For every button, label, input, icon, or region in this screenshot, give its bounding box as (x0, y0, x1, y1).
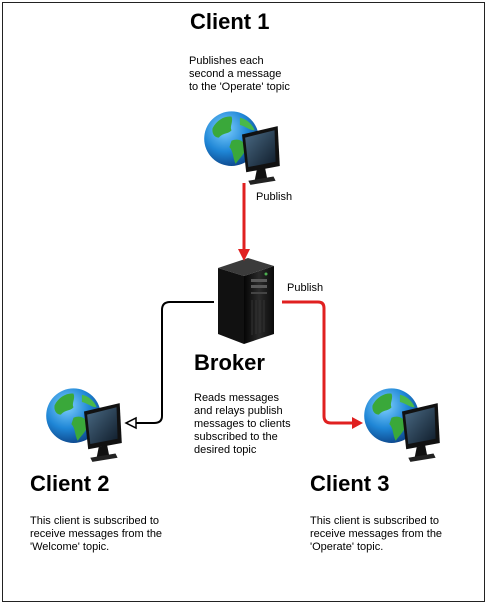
subscribe-arrow-broker-to-client2 (124, 301, 214, 430)
client1-description: Publishes each second a message to the '… (189, 55, 329, 94)
diagram-frame (2, 2, 485, 602)
broker-description-line: and relays publish (194, 405, 283, 417)
client3-title: Client 3 (310, 471, 390, 496)
client3-description-line: 'Operate' topic. (310, 541, 384, 553)
client2-title: Client 2 (30, 471, 110, 496)
publish-label-client1: Publish (256, 191, 293, 203)
client2-description-line: 'Welcome' topic. (30, 541, 110, 553)
client2-description-line: This client is subscribed to (30, 515, 159, 527)
client3-description-line: This client is subscribed to (310, 515, 439, 527)
publish-arrow-client1-to-broker (238, 183, 250, 261)
broker-server-tower-icon (218, 258, 274, 344)
broker-description-line: desired topic (194, 444, 257, 456)
client1-description-line: Publishes each (189, 55, 264, 67)
client2-description: This client is subscribed to receive mes… (30, 515, 190, 554)
publish-arrow-broker-to-client3 (282, 300, 363, 429)
broker-description-line: messages to clients (194, 418, 291, 430)
client3-description-line: receive messages from the (310, 528, 443, 540)
client1-title: Client 1 (190, 9, 270, 34)
client2-description-line: receive messages from the (30, 528, 163, 540)
broker-description-line: subscribed to the (194, 431, 278, 443)
publish-label-client3: Publish (287, 282, 324, 294)
client1-description-line: second a message (189, 68, 282, 80)
broker-description: Reads messages and relays publish messag… (194, 392, 324, 457)
client1-description-line: to the 'Operate' topic (189, 81, 290, 93)
client2-globe-monitor-icon (46, 388, 122, 462)
broker-description-line: Reads messages (194, 392, 279, 404)
client3-description: This client is subscribed to receive mes… (310, 515, 475, 554)
broker-title: Broker (194, 350, 265, 375)
client3-globe-monitor-icon (364, 388, 440, 462)
client1-globe-monitor-icon (204, 111, 280, 185)
